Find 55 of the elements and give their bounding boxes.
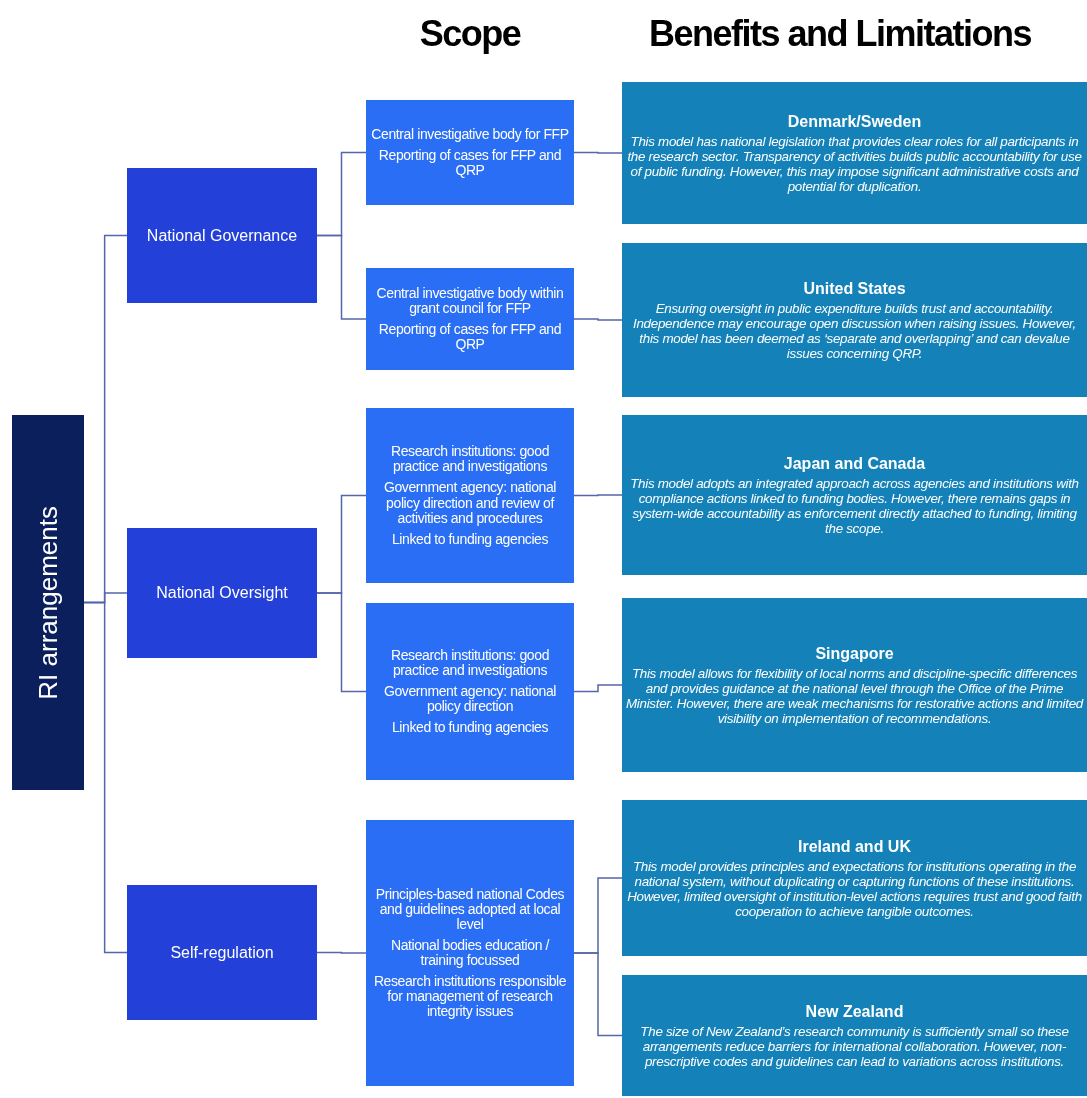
category-label: National Governance — [146, 226, 298, 245]
scope-item: Linked to funding agencies — [391, 531, 549, 547]
description-text: This model adopts an integrated approach across agencies and institutions with compliance actions linked to funding bodies. However, there remains gaps in system-wide accountability as enforcement directly attached to funding, limiting the scope. — [629, 475, 1080, 536]
connector-line — [316, 592, 367, 693]
scope-box — [366, 100, 574, 205]
description-text: This model allows for flexibility of local norms and discipline-specific differences and provides guidance at the national level through the Office of the Prime Minister. However, there are weak mechanisms for restorative actions and limited visibility on implementation of recommendations. — [625, 665, 1084, 726]
country-heading: United States — [803, 279, 906, 298]
scope-item: Linked to funding agencies — [391, 720, 549, 736]
category-box — [127, 885, 317, 1020]
scope-box — [366, 268, 574, 370]
description-text: Ensuring oversight in public expenditure builds trust and accountability. Independence may encourage open discussion when raising issues. However, this model has been deemed as ‘separate and overlapping’ and can devalue issues concerning QRP. — [632, 300, 1077, 361]
scope-item: Principles-based national Codes and guidelines adopted at local level — [374, 886, 566, 932]
description-text: The size of New Zealand’s research community is sufficiently small so these arrangements reduce barriers for international collaboration. However, non-prescriptive codes and guidelines can lead to variations across institutions. — [639, 1023, 1070, 1069]
connector-line — [573, 494, 623, 497]
country-heading: New Zealand — [805, 1002, 904, 1021]
scope-item: Research institutions: good practice and investigations — [389, 647, 551, 678]
scope-box — [366, 603, 574, 780]
scope-item: Government agency: national policy direction — [382, 683, 558, 715]
scope-item: Reporting of cases for FFP and QRP — [377, 147, 563, 179]
connector-line — [316, 951, 367, 954]
benefit-box — [622, 82, 1087, 224]
connector-line — [83, 601, 128, 954]
connector-line — [316, 234, 367, 320]
benefit-box — [622, 598, 1087, 772]
category-box — [127, 168, 317, 303]
category-label: Self-regulation — [170, 943, 274, 962]
benefit-box — [622, 243, 1087, 397]
description-text: This model has national legislation that provides clear roles for all participants in the research sector. Transparency of activities builds public accountability for use of public funding. However, this may impose significant administrative costs and potential for duplication. — [626, 133, 1083, 194]
benefit-box — [622, 800, 1087, 956]
benefit-box — [622, 415, 1087, 575]
description-text: This model provides principles and expectations for institutions operating in the national system, without duplicating or capturing functions of these institutions. However, limited oversight of institution-level actions requires trust and good faith cooperation to achieve tangible outcomes. — [626, 858, 1083, 919]
connector-line — [573, 151, 623, 154]
country-heading: Denmark/Sweden — [787, 112, 922, 131]
scope-item: Central investigative body within grant council for FFP — [375, 285, 565, 316]
category-box — [127, 528, 317, 658]
connector-line — [573, 318, 623, 321]
country-heading: Ireland and UK — [798, 837, 911, 856]
scope-item: Reporting of cases for FFP and QRP — [377, 322, 563, 353]
column-heading: Benefits and Limitations — [647, 12, 1032, 56]
benefit-box — [622, 975, 1087, 1096]
scope-box — [366, 408, 574, 583]
country-heading: Singapore — [815, 644, 894, 663]
root-box — [12, 415, 84, 790]
scope-item: Research institutions: good practice and investigations — [389, 444, 551, 475]
scope-item: Central investigative body for FFP — [371, 126, 569, 142]
connector-line — [573, 952, 623, 1037]
scope-item: Research institutions responsible for management of research integrity issues — [372, 974, 568, 1020]
scope-item: National bodies education / training focussed — [389, 937, 551, 969]
scope-box — [366, 820, 574, 1086]
category-label: National Oversight — [156, 584, 288, 602]
country-heading: Japan and Canada — [783, 454, 926, 473]
vertical-title: RI arrangements — [32, 505, 64, 700]
column-heading: Scope — [418, 12, 522, 56]
connector-line — [573, 684, 623, 693]
scope-item: Government agency: national policy direction and review of activities and procedures — [382, 480, 558, 526]
